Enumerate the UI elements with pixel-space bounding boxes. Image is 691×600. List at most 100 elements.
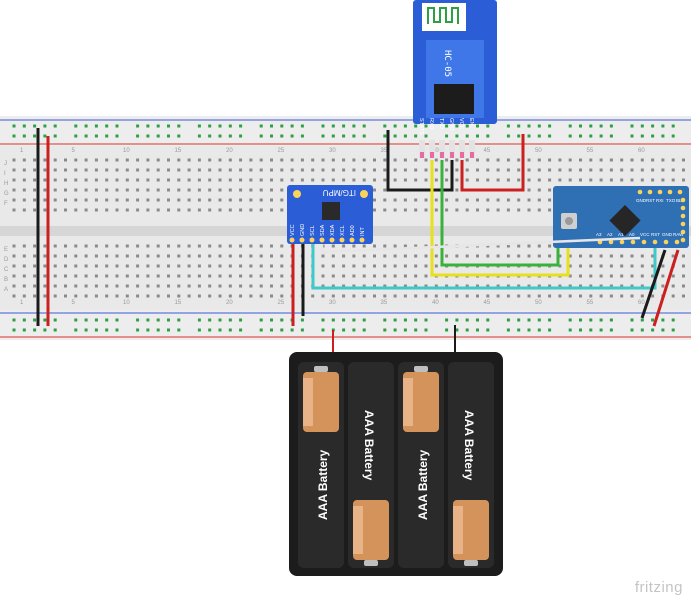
mcu-pin xyxy=(680,237,686,243)
terminal-hole xyxy=(434,178,438,182)
terminal-hole xyxy=(249,158,253,162)
rail-hole xyxy=(33,328,37,332)
terminal-hole xyxy=(620,158,624,162)
rail-hole xyxy=(331,318,335,322)
terminal-hole xyxy=(671,254,675,258)
column-number: 50 xyxy=(535,300,542,306)
terminal-hole xyxy=(22,244,26,248)
terminal-hole xyxy=(424,294,428,298)
terminal-hole xyxy=(640,168,644,172)
terminal-hole xyxy=(424,208,428,212)
terminal-hole xyxy=(187,264,191,268)
terminal-hole xyxy=(373,274,376,278)
terminal-hole xyxy=(146,208,150,212)
terminal-hole xyxy=(568,294,572,298)
terminal-hole xyxy=(609,178,613,182)
terminal-hole xyxy=(455,254,459,258)
terminal-hole xyxy=(249,188,253,192)
bluetooth-pin-tip xyxy=(420,152,424,158)
rail-hole xyxy=(290,328,294,332)
mcu-pin xyxy=(680,205,686,211)
terminal-hole xyxy=(403,198,407,202)
rail-hole xyxy=(146,328,150,332)
terminal-hole xyxy=(136,158,140,162)
terminal-hole xyxy=(22,274,26,278)
column-number: 30 xyxy=(329,148,336,154)
terminal-hole xyxy=(517,168,521,172)
terminal-hole xyxy=(640,284,644,288)
bluetooth-pin-tip xyxy=(450,152,454,158)
rail-hole xyxy=(506,124,510,128)
terminal-hole xyxy=(259,168,263,172)
terminal-hole xyxy=(548,158,552,162)
terminal-hole xyxy=(496,178,500,182)
row-letter: G xyxy=(4,191,9,197)
terminal-hole xyxy=(682,168,685,172)
mcu-pin xyxy=(680,213,686,219)
terminal-hole xyxy=(22,198,26,202)
rail-hole xyxy=(403,124,407,128)
terminal-hole xyxy=(599,158,603,162)
terminal-hole xyxy=(589,178,593,182)
rail-hole xyxy=(218,318,222,322)
terminal-hole xyxy=(239,254,243,258)
terminal-hole xyxy=(568,264,572,268)
terminal-hole xyxy=(465,208,469,212)
terminal-hole xyxy=(249,284,253,288)
terminal-hole xyxy=(424,264,428,268)
rail-hole xyxy=(424,134,428,138)
terminal-hole xyxy=(22,294,26,298)
terminal-hole xyxy=(362,168,366,172)
terminal-hole xyxy=(280,168,284,172)
terminal-hole xyxy=(125,178,129,182)
terminal-hole xyxy=(12,274,16,278)
mount-hole-left xyxy=(293,190,301,198)
rail-hole xyxy=(105,318,109,322)
column-number: 40 xyxy=(432,300,439,306)
terminal-hole xyxy=(609,168,613,172)
terminal-hole xyxy=(239,178,243,182)
terminal-hole xyxy=(682,254,685,258)
terminal-hole xyxy=(84,244,88,248)
terminal-hole xyxy=(146,274,150,278)
imu-pin-label: SDA xyxy=(320,224,326,236)
terminal-hole xyxy=(167,178,170,182)
rail-hole xyxy=(568,328,572,332)
terminal-hole xyxy=(476,178,479,182)
terminal-hole xyxy=(342,158,346,162)
terminal-hole xyxy=(33,178,37,182)
terminal-hole xyxy=(630,264,634,268)
terminal-hole xyxy=(640,264,644,268)
terminal-hole xyxy=(187,284,191,288)
terminal-hole xyxy=(620,294,624,298)
terminal-hole xyxy=(259,188,263,192)
terminal-hole xyxy=(115,244,119,248)
terminal-hole xyxy=(599,294,603,298)
rail-hole xyxy=(177,318,181,322)
rail-hole xyxy=(527,318,531,322)
terminal-hole xyxy=(228,284,232,288)
terminal-hole xyxy=(445,158,449,162)
terminal-hole xyxy=(239,244,243,248)
terminal-hole xyxy=(33,264,37,268)
column-number: 55 xyxy=(587,300,594,306)
terminal-hole xyxy=(434,294,438,298)
terminal-hole xyxy=(218,168,222,172)
terminal-hole xyxy=(259,178,263,182)
terminal-hole xyxy=(362,284,366,288)
rail-hole xyxy=(671,318,675,322)
terminal-hole xyxy=(177,294,181,298)
terminal-hole xyxy=(609,294,613,298)
mcu-pin-label: BLK xyxy=(676,198,685,203)
terminal-hole xyxy=(12,168,16,172)
terminal-hole xyxy=(568,178,572,182)
terminal-hole xyxy=(548,178,552,182)
terminal-hole xyxy=(517,178,521,182)
battery-cell: AAA Battery xyxy=(298,362,344,568)
column-number: 30 xyxy=(329,300,336,306)
terminal-hole xyxy=(476,168,479,172)
rail-hole xyxy=(146,318,150,322)
rail-hole xyxy=(537,318,541,322)
terminal-hole xyxy=(239,168,243,172)
terminal-hole xyxy=(94,178,98,182)
